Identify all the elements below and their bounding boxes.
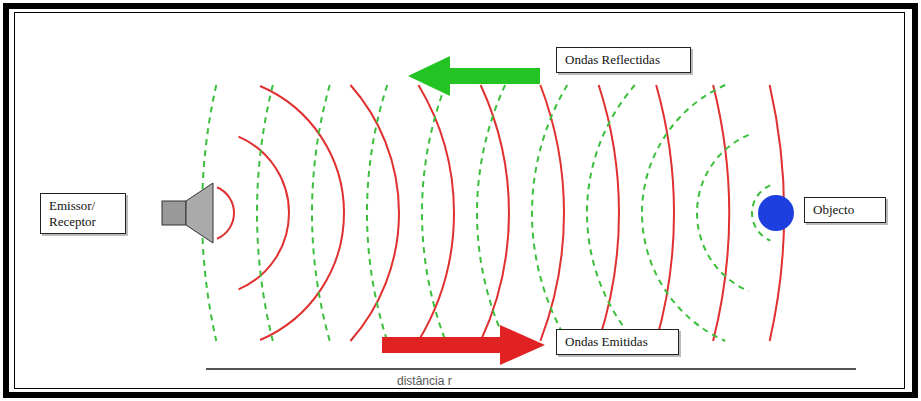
reflected-wave: [312, 85, 330, 341]
emitted-wave: [656, 85, 674, 341]
emitted-wave: [239, 137, 289, 290]
emitted-wave: [260, 86, 344, 340]
reflected-wave: [367, 85, 387, 341]
box-text: Ondas Emitidas: [565, 334, 670, 350]
wave-fronts: [202, 85, 784, 341]
reflected-wave: [697, 135, 749, 291]
emitter-box: Emissor/ Receptor: [40, 193, 126, 234]
reflected-wave: [477, 85, 505, 341]
speaker-cone: [186, 183, 213, 243]
object-ball: [758, 195, 794, 231]
emitted-wave: [540, 85, 564, 341]
reflected-wave: [257, 85, 273, 341]
reflected-wave: [642, 85, 725, 341]
reflected-label-box: Ondas Reflectidas: [556, 47, 691, 73]
reflected-wave: [422, 85, 446, 341]
reflected-wave: [587, 85, 635, 341]
emitted-wave: [481, 85, 509, 341]
box-text: Objecto: [813, 202, 877, 218]
reflected-arrow: [408, 56, 540, 96]
emitted-label-box: Ondas Emitidas: [556, 329, 679, 355]
object-box: Objecto: [804, 197, 886, 223]
emitted-wave: [350, 85, 399, 341]
distance-label: distância r: [394, 374, 455, 388]
emitted-arrow: [382, 325, 545, 365]
reflected-wave: [532, 85, 567, 341]
distance-line: [206, 368, 856, 370]
box-text: Ondas Reflectidas: [565, 52, 682, 68]
box-text: Emissor/ Receptor: [49, 198, 117, 229]
emitted-wave: [217, 187, 234, 239]
emitted-wave: [418, 85, 454, 341]
speaker-body: [162, 201, 186, 225]
emitted-wave: [713, 85, 729, 341]
